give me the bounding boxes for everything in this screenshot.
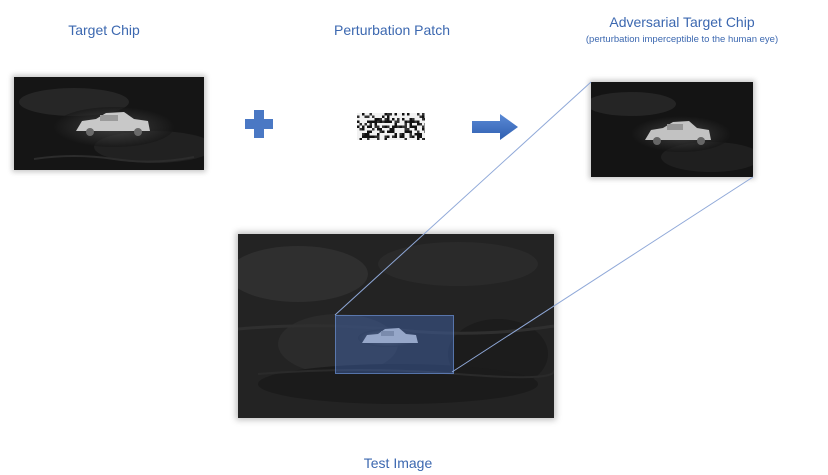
perturbation-patch-image [357, 113, 425, 140]
target-chip-title: Target Chip [68, 22, 140, 38]
plus-icon [245, 110, 273, 138]
test-image-title: Test Image [363, 455, 433, 471]
adversarial-target-chip-image [591, 82, 753, 177]
perturbation-patch-title: Perturbation Patch [334, 22, 450, 38]
adversarial-note: (perturbation imperceptible to the human… [585, 34, 779, 45]
test-image [238, 234, 554, 418]
right-arrow-icon [472, 114, 518, 140]
target-highlight-box [335, 315, 454, 374]
adversarial-target-chip-title: Adversarial Target Chip [609, 14, 755, 30]
target-chip-image [14, 77, 204, 170]
